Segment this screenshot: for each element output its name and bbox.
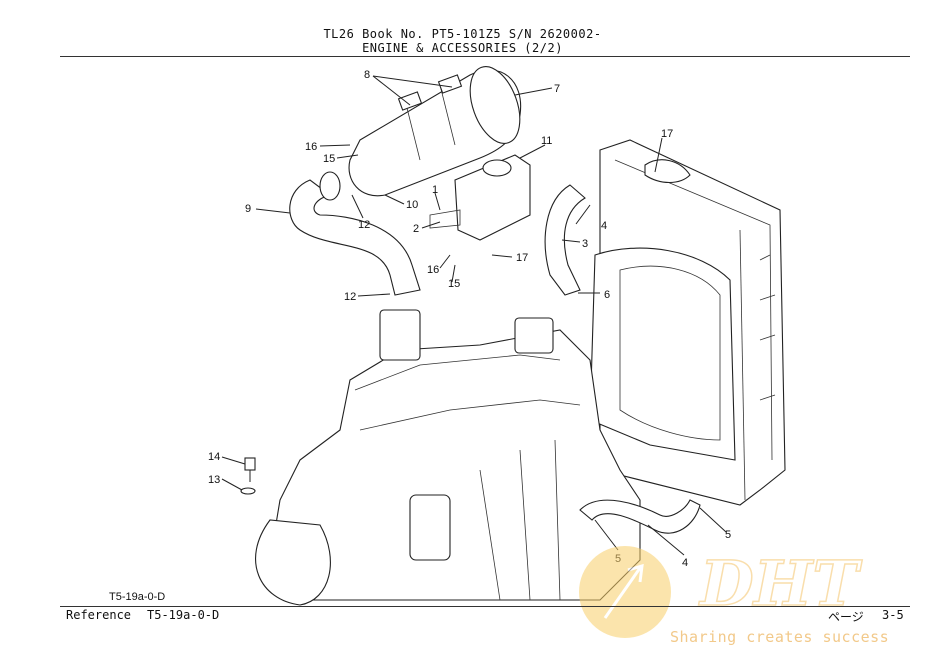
footer-rule [60,606,910,607]
callout-1: 1 [432,184,438,196]
engine-block [255,309,641,606]
callout-15a: 15 [323,153,335,165]
callout-12a: 12 [358,219,370,231]
callout-3: 3 [582,238,588,250]
fan-shroud [589,247,736,461]
callout-13: 13 [208,474,220,486]
diagram-code: T5-19a-0-D [109,591,166,603]
reference-label: Reference [66,608,132,622]
callout-labels: 1 2 3 4 4 5 5 6 7 8 9 10 11 12 12 13 14 … [208,69,731,569]
callout-10: 10 [406,199,418,211]
callout-16a: 16 [305,141,317,153]
reservoir-tank [429,154,531,241]
callout-16b: 16 [427,264,439,276]
callout-9: 9 [245,203,251,215]
callout-5a: 4 [601,220,607,232]
callout-14: 14 [208,451,220,463]
section-title: ENGINE & ACCESSORIES (2/2) [362,41,563,55]
header-title-line: TL26 Book No. PT5-101Z5 S/N 2620002- [323,27,602,41]
page-label: ページ [828,610,864,624]
upper-hose [544,184,586,296]
header-rule [60,56,910,57]
callout-15b: 15 [448,278,460,290]
watermark-logo-text: DHT [698,547,862,620]
callout-11: 11 [541,135,552,147]
page-number: 3-5 [882,608,904,622]
callout-8: 8 [364,69,370,81]
watermark-tagline: Sharing creates success [670,628,890,646]
air-cleaner [348,66,522,197]
callout-12b: 12 [344,291,356,303]
callout-17a: 17 [661,128,673,140]
intake-hose [289,171,421,296]
callout-17b: 17 [516,252,528,264]
callout-6: 6 [604,289,610,301]
callout-4: 4 [682,557,688,569]
reference-code: T5-19a-0-D [147,608,220,622]
leader-lines [221,75,727,556]
callout-2: 2 [413,223,419,235]
callout-5b: 5 [725,529,731,541]
lower-hose [579,499,701,534]
watermark-logo: DHT [579,546,863,638]
callout-7: 7 [554,83,560,95]
